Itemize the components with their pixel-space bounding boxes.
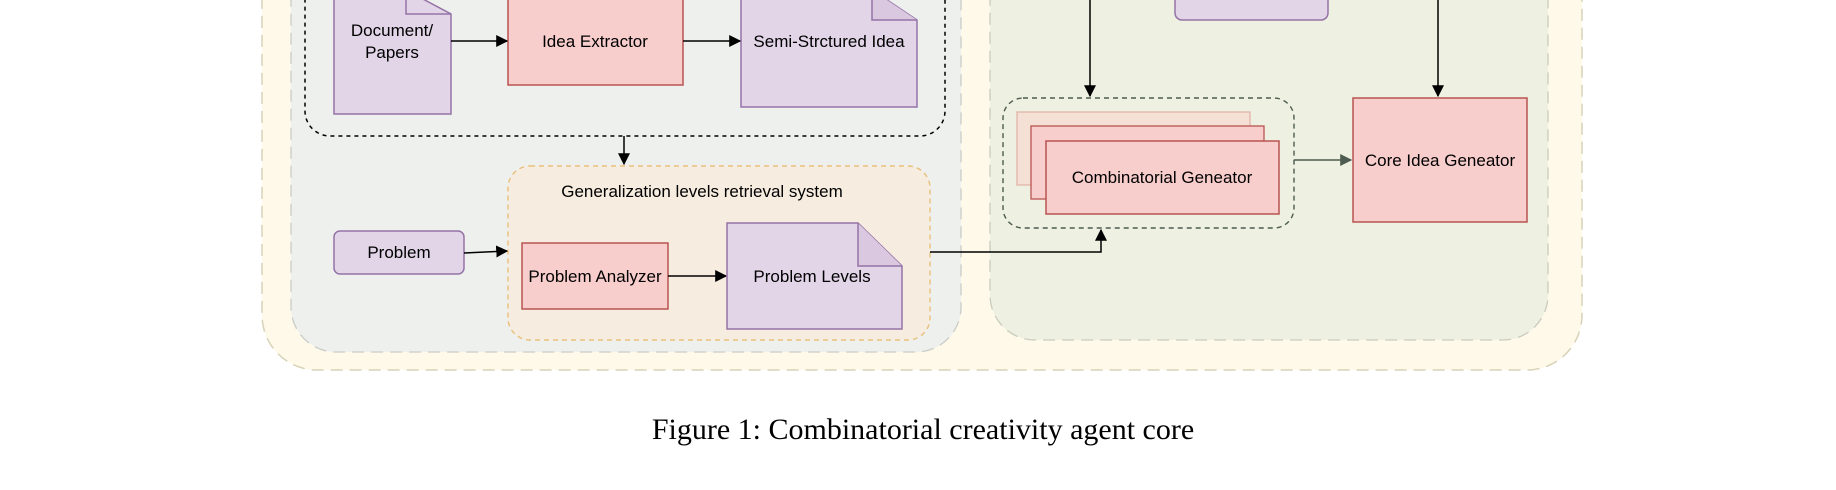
document-papers-label-line1: Document/: [351, 21, 433, 40]
problem-label: Problem: [367, 243, 430, 262]
idea-extractor-label: Idea Extractor: [542, 32, 648, 51]
problem-levels-label: Problem Levels: [753, 267, 870, 286]
top-right-node: [1174, 0, 1329, 21]
semi-structured-idea-label: Semi-Strctured Idea: [753, 32, 905, 51]
core-idea-generator-node: [1352, 97, 1528, 223]
combinatorial-group: [1002, 97, 1295, 229]
problem-analyzer-label: Problem Analyzer: [528, 267, 662, 286]
document-papers-label-line2: Papers: [365, 43, 419, 62]
document-papers-node: [333, 0, 452, 115]
combinatorial-generator-node: [1045, 140, 1280, 215]
core-idea-generator-label: Core Idea Geneator: [1365, 151, 1516, 170]
document-fold-icon: [405, 0, 451, 15]
problem-levels-fold-icon: [857, 223, 902, 267]
arrow-problem-to-analyzer: [463, 245, 509, 258]
semi-structured-fold-icon: [871, 0, 917, 21]
problem-analyzer-node: [521, 242, 669, 310]
arrow-levels-to-combinatorial: [930, 228, 1107, 253]
generalization-system-title: Generalization levels retrieval system: [561, 182, 843, 201]
combinatorial-generator-label: Combinatorial Geneator: [1072, 168, 1253, 187]
semi-structured-idea-node: [740, 0, 918, 108]
figure-caption: Figure 1: Combinatorial creativity agent…: [652, 413, 1194, 446]
